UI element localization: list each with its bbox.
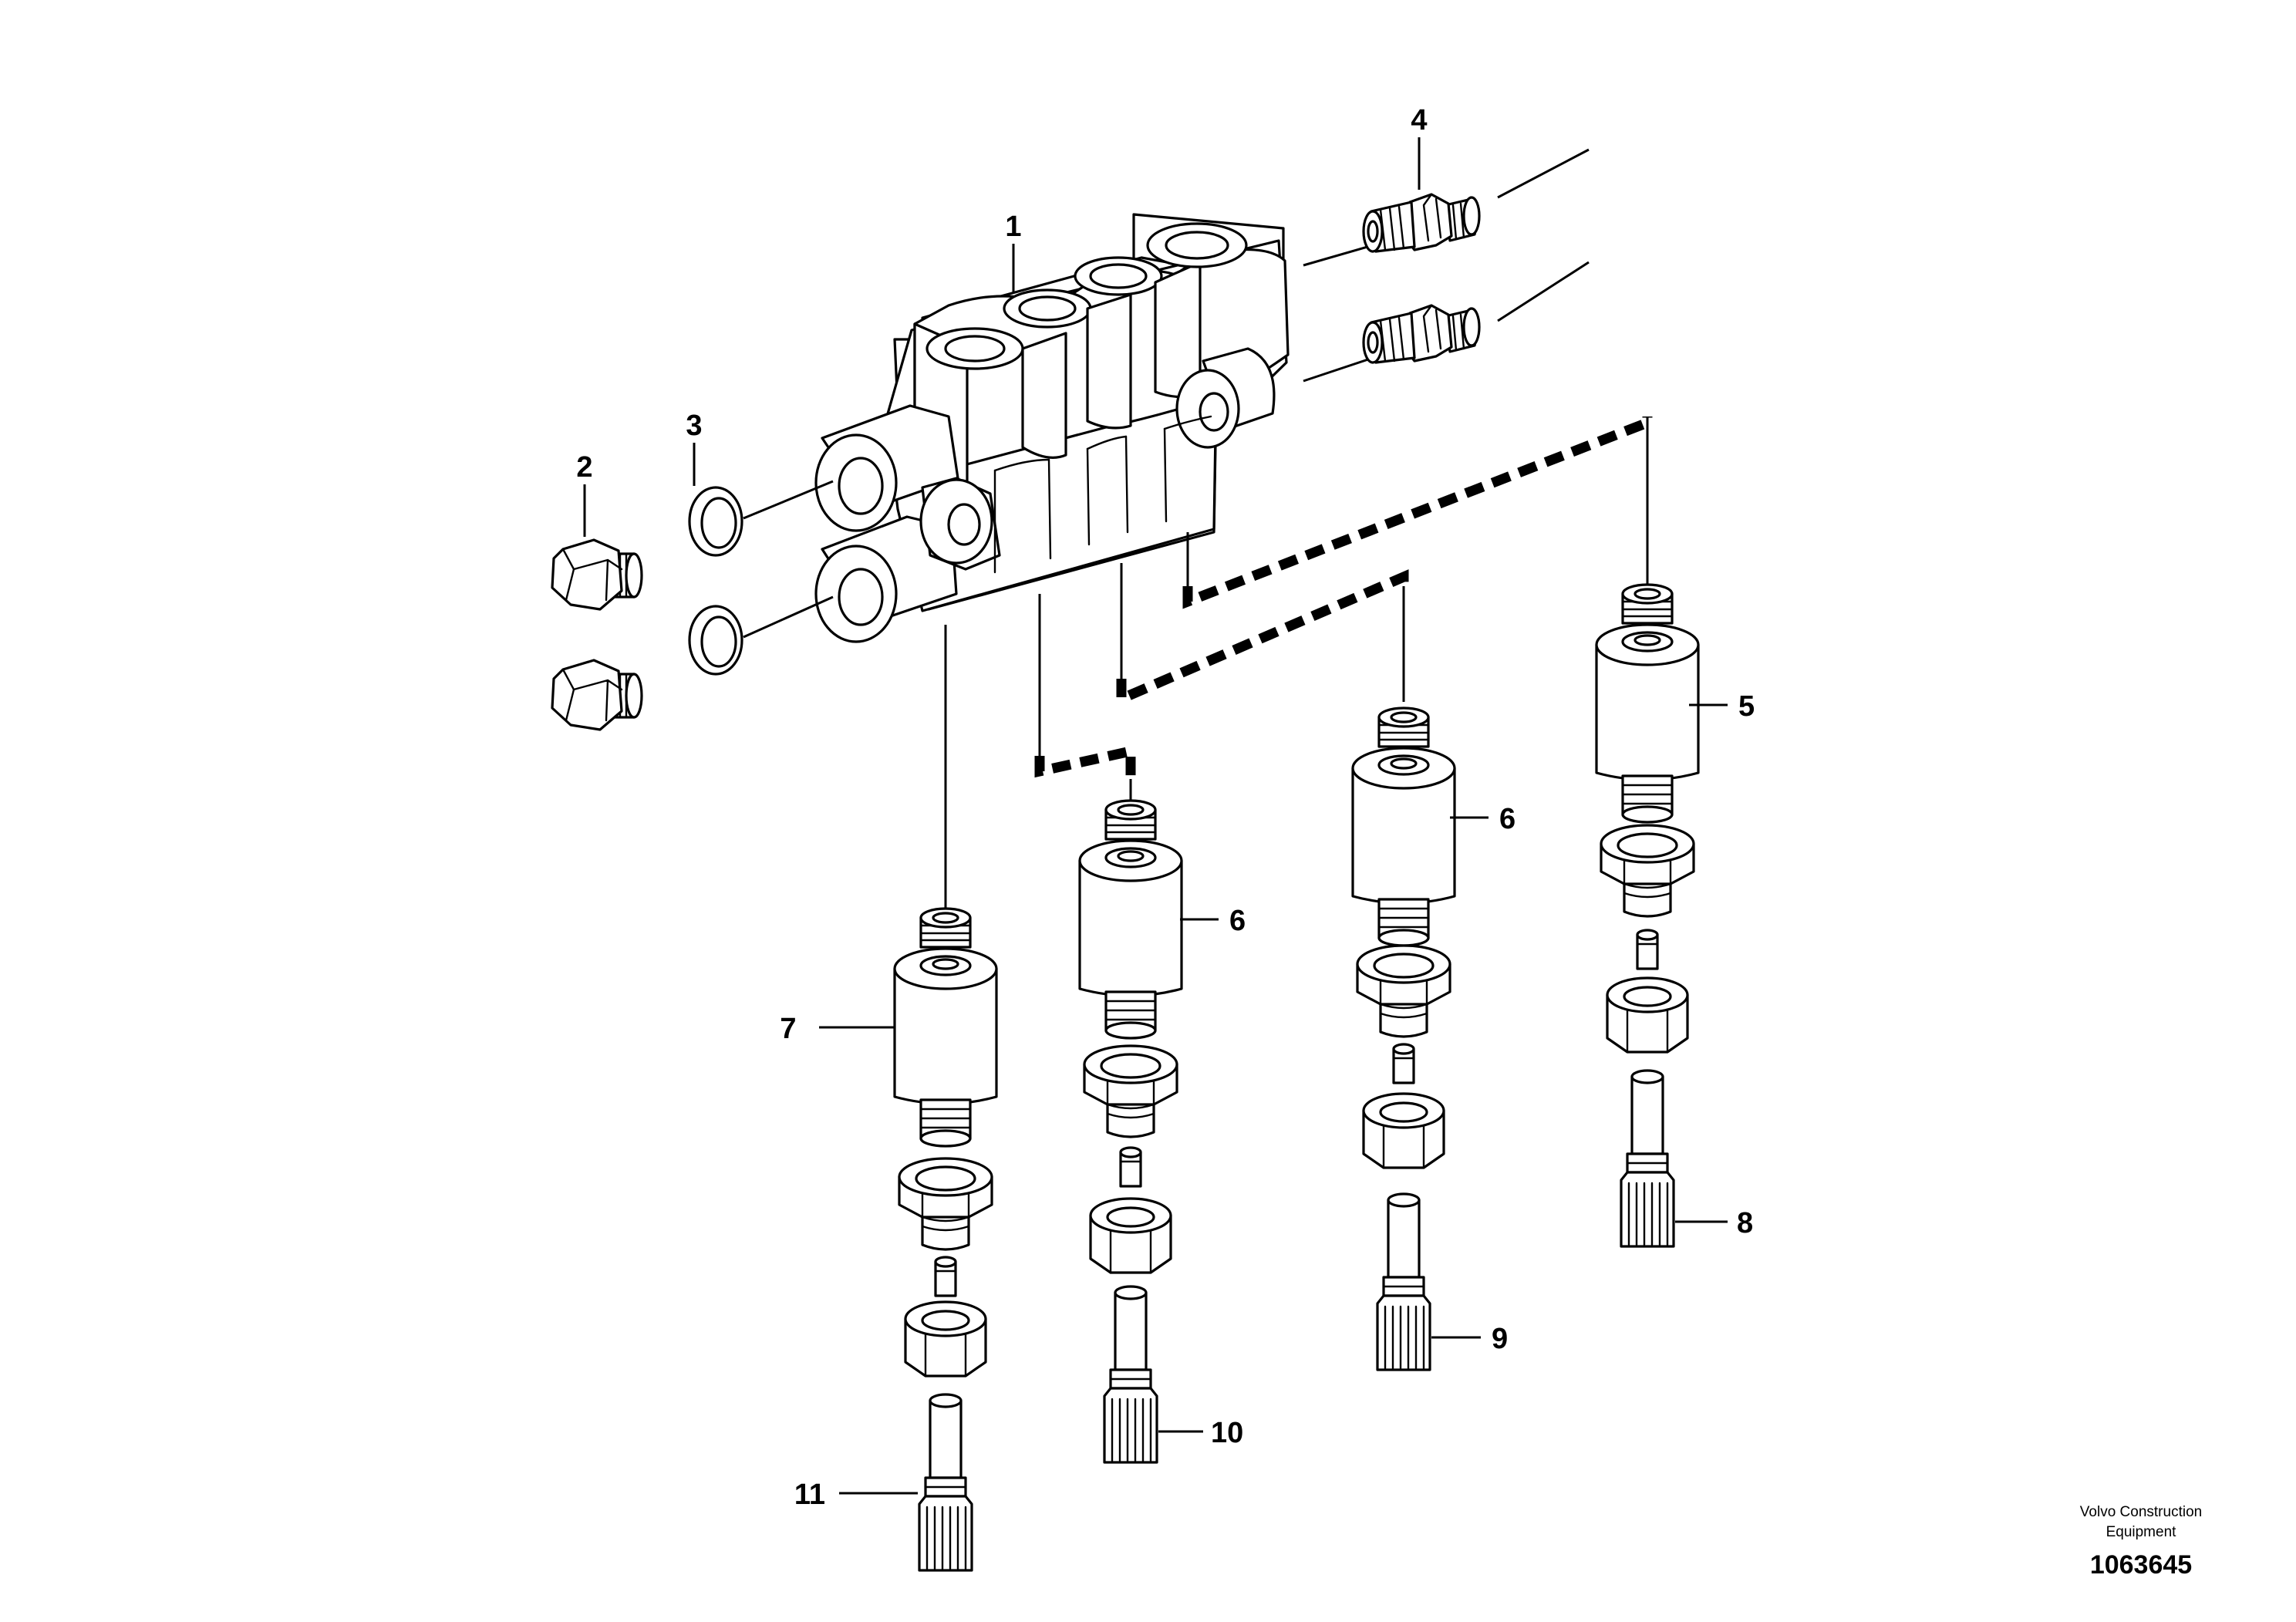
plug-upper: [551, 538, 643, 611]
callout-3: 3: [686, 410, 702, 442]
sender-stack-10: [1078, 799, 1183, 1464]
callout-6-right: 6: [1499, 803, 1515, 835]
callout-9: 9: [1492, 1323, 1508, 1355]
seal-ring-upper: [688, 486, 743, 557]
brand-line-1: Volvo Construction: [2080, 1504, 2202, 1520]
sender-stack-11: [893, 907, 998, 1572]
callout-2: 2: [576, 451, 592, 484]
nipple-upper: [1362, 193, 1481, 253]
sender-stack-9: [1351, 706, 1456, 1371]
callout-7: 7: [780, 1013, 796, 1045]
document-number: 1063645: [2090, 1550, 2192, 1580]
valve-block: [814, 213, 1290, 643]
connection-lines: [743, 148, 1653, 918]
plug-lower: [551, 659, 643, 731]
callout-leaders: [583, 137, 1728, 1495]
brand-line-2: Equipment: [2106, 1524, 2177, 1540]
callout-8: 8: [1737, 1207, 1753, 1239]
callout-4: 4: [1411, 104, 1427, 137]
seal-ring-lower: [688, 605, 743, 676]
callout-1: 1: [1005, 211, 1021, 243]
callout-11: 11: [794, 1479, 825, 1511]
callout-5: 5: [1738, 690, 1755, 723]
callout-6-left: 6: [1229, 905, 1246, 937]
sender-stack-8: [1595, 583, 1700, 1248]
callout-10: 10: [1211, 1417, 1243, 1449]
nipple-lower: [1362, 304, 1481, 364]
